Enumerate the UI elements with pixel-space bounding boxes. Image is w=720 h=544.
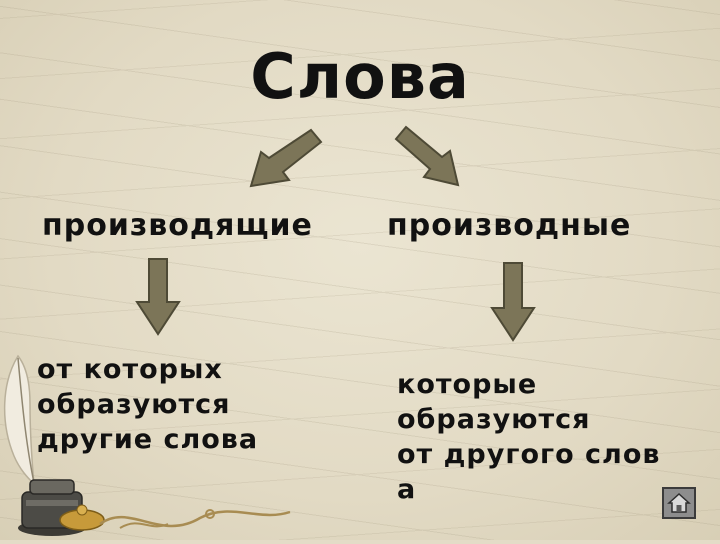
branch-label-left: производящие: [42, 208, 313, 243]
home-icon: [667, 492, 691, 513]
quill-inkwell-icon: [0, 352, 300, 544]
description-line: образуются: [397, 404, 591, 435]
branch-description-left: от которых образуются другие слова: [37, 352, 258, 457]
description-line: а: [397, 474, 417, 505]
branch-label-right: производные: [387, 208, 632, 243]
description-line: от которых: [37, 354, 223, 385]
home-button[interactable]: [662, 487, 696, 519]
diagram-title: Слова: [250, 40, 470, 113]
description-line: от другого слов: [397, 439, 661, 470]
arrow-icon: [245, 128, 325, 192]
arrow-icon: [392, 125, 464, 189]
branch-description-right: которые образуются от другого слов а: [397, 367, 660, 507]
description-line: другие слова: [37, 424, 259, 455]
arrow-icon: [490, 262, 536, 342]
description-line: образуются: [37, 389, 231, 420]
arrow-icon: [135, 258, 181, 336]
description-line: которые: [397, 369, 538, 400]
